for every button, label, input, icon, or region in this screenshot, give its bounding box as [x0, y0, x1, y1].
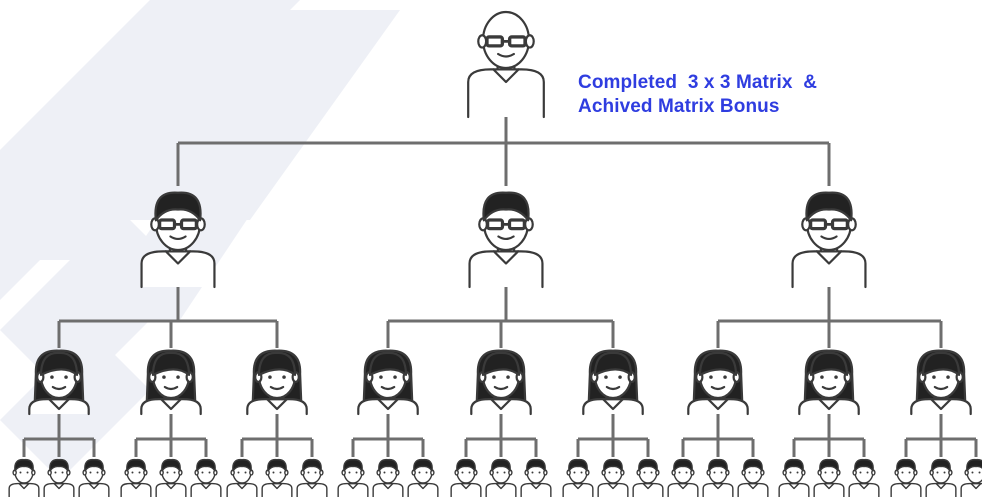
annotation-line-1: Completed 3 x 3 Matrix & — [578, 72, 818, 93]
man-icon — [450, 458, 482, 497]
connector-group — [240, 410, 314, 457]
matrix-annotation: Completed 3 x 3 Matrix & Achived Matrix … — [578, 71, 817, 119]
woman-icon — [28, 349, 90, 416]
connector-group — [386, 283, 615, 348]
man-icon — [597, 458, 629, 497]
man-icon — [778, 458, 810, 497]
connector-group — [716, 283, 943, 348]
woman-icon — [470, 349, 532, 416]
man-icon — [155, 458, 187, 497]
man-icon — [632, 458, 664, 497]
connector-group — [351, 410, 425, 457]
man-icon — [372, 458, 404, 497]
connector-group — [904, 410, 978, 457]
man-icon — [848, 458, 880, 497]
man-icon — [43, 458, 75, 497]
woman-icon — [582, 349, 644, 416]
connector-group — [792, 410, 866, 457]
man-icon — [520, 458, 552, 497]
connector-group — [576, 410, 650, 457]
man-icon — [562, 458, 594, 497]
man-icon — [890, 458, 922, 497]
man-with-glasses-icon — [468, 191, 544, 289]
bald-man-with-glasses-icon — [467, 10, 545, 119]
connector-group — [22, 410, 96, 457]
man-icon — [813, 458, 845, 497]
man-icon — [702, 458, 734, 497]
man-with-glasses-icon — [140, 191, 216, 289]
woman-icon — [140, 349, 202, 416]
man-icon — [190, 458, 222, 497]
connector-lines — [22, 113, 978, 457]
woman-icon — [357, 349, 419, 416]
man-icon — [337, 458, 369, 497]
man-icon — [407, 458, 439, 497]
woman-icon — [246, 349, 308, 416]
man-with-glasses-icon — [791, 191, 867, 289]
connector-group — [464, 410, 538, 457]
man-icon — [296, 458, 328, 497]
man-icon — [737, 458, 769, 497]
woman-icon — [798, 349, 860, 416]
man-icon — [78, 458, 110, 497]
connector-group — [176, 113, 831, 186]
annotation-line-2: Achived Matrix Bonus — [578, 96, 780, 117]
connector-group — [134, 410, 208, 457]
connector-group — [57, 283, 279, 348]
people-figures — [8, 10, 982, 497]
man-icon — [960, 458, 982, 497]
connector-group — [681, 410, 755, 457]
man-icon — [925, 458, 957, 497]
woman-icon — [910, 349, 972, 416]
man-icon — [226, 458, 258, 497]
woman-icon — [687, 349, 749, 416]
man-icon — [667, 458, 699, 497]
man-icon — [261, 458, 293, 497]
man-icon — [8, 458, 40, 497]
man-icon — [120, 458, 152, 497]
man-icon — [485, 458, 517, 497]
